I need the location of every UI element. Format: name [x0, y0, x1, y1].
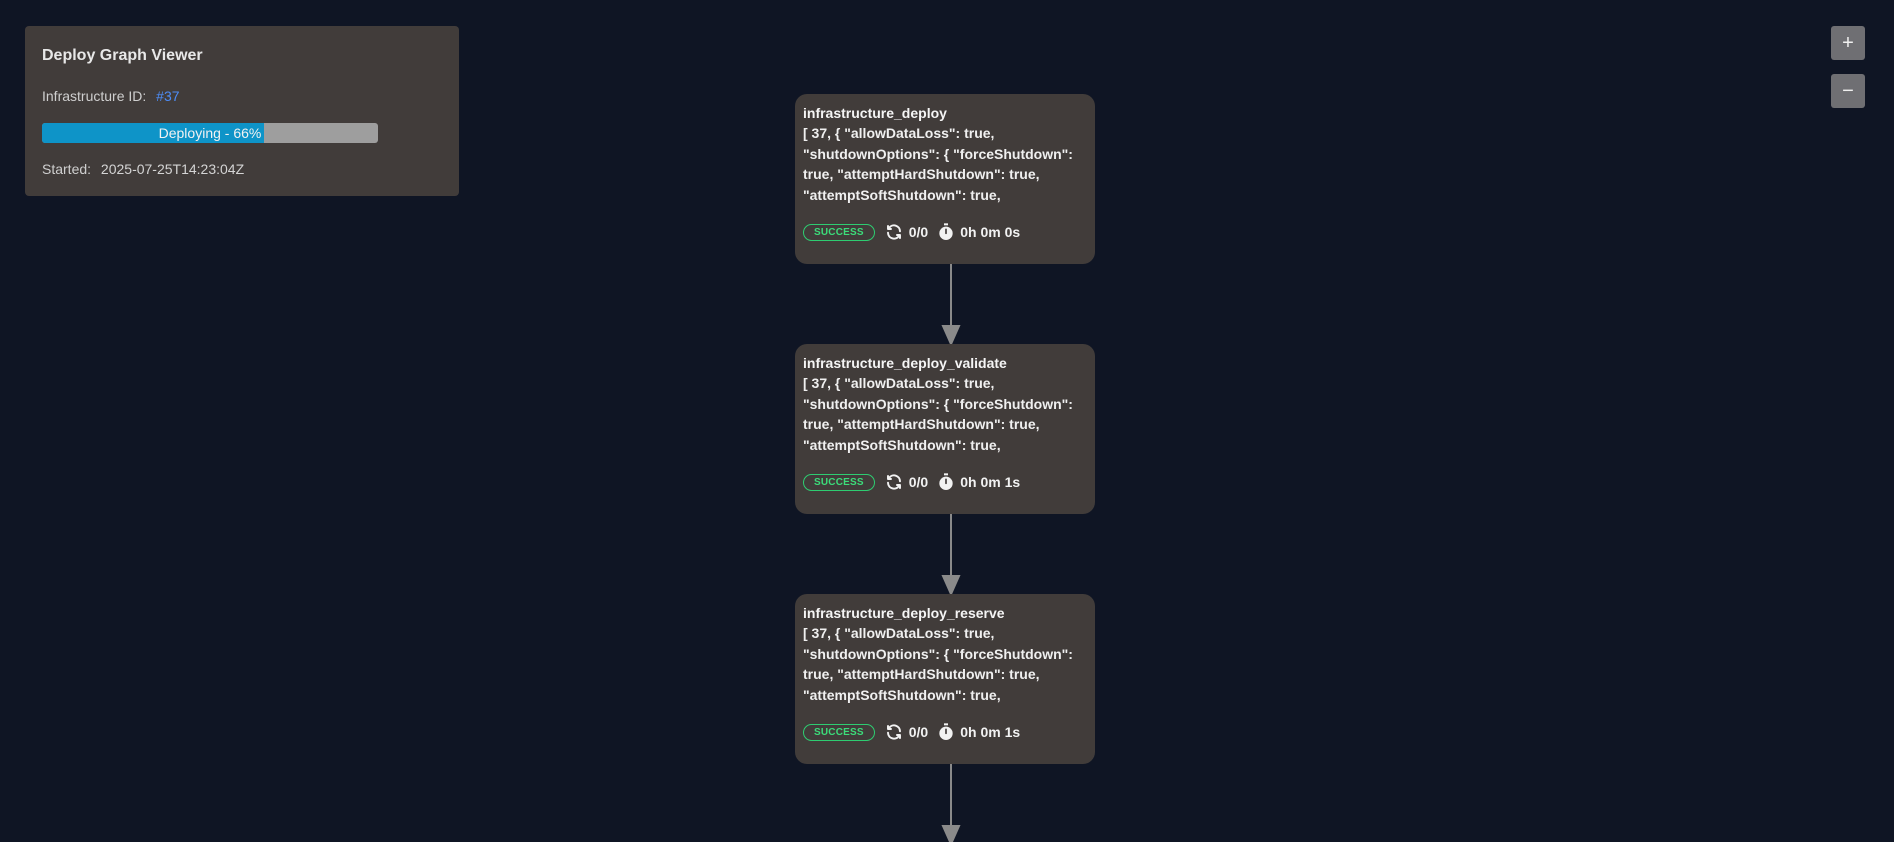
- status-badge: SUCCESS: [803, 723, 875, 741]
- stopwatch-icon: [939, 223, 953, 240]
- deploy-progress-bar: Deploying - 66%: [42, 123, 378, 143]
- infrastructure-id-label: Infrastructure ID:: [42, 88, 147, 104]
- duration-stat: 0h 0m 0s: [938, 223, 1020, 241]
- status-badge: SUCCESS: [803, 473, 875, 491]
- refresh-icon: [886, 474, 901, 490]
- node-args: [ 37, { "allowDataLoss": true, "shutdown…: [803, 625, 1073, 703]
- edge-arrowhead-2: [941, 575, 961, 597]
- zoom-out-button[interactable]: −: [1831, 74, 1865, 108]
- retry-stat: 0/0: [885, 473, 928, 491]
- graph-node[interactable]: infrastructure_deploy_reserve [ 37, { "a…: [795, 594, 1095, 764]
- node-footer: SUCCESS 0/0 0h 0m 0s: [803, 222, 1020, 242]
- progress-fill: [42, 123, 264, 143]
- retry-count: 0/0: [908, 224, 929, 240]
- duration-value: 0h 0m 1s: [960, 724, 1021, 740]
- started-row: Started: 2025-07-25T14:23:04Z: [42, 160, 244, 178]
- retry-stat: 0/0: [885, 223, 928, 241]
- retry-count: 0/0: [908, 724, 929, 740]
- stopwatch-icon: [939, 723, 953, 740]
- duration-value: 0h 0m 1s: [960, 474, 1021, 490]
- progress-text: Deploying - 66%: [158, 125, 262, 141]
- edge-arrowhead-3: [941, 825, 961, 842]
- retry-stat: 0/0: [885, 723, 928, 741]
- started-label: Started:: [42, 161, 92, 177]
- duration-stat: 0h 0m 1s: [938, 723, 1020, 741]
- duration-stat: 0h 0m 1s: [938, 473, 1020, 491]
- node-footer: SUCCESS 0/0 0h 0m 1s: [803, 472, 1020, 492]
- node-footer: SUCCESS 0/0 0h 0m 1s: [803, 722, 1020, 742]
- node-args: [ 37, { "allowDataLoss": true, "shutdown…: [803, 125, 1073, 203]
- graph-node[interactable]: infrastructure_deploy_validate [ 37, { "…: [795, 344, 1095, 514]
- retry-count: 0/0: [908, 474, 929, 490]
- node-name: infrastructure_deploy_validate: [803, 355, 1007, 371]
- duration-value: 0h 0m 0s: [960, 224, 1021, 240]
- zoom-in-button[interactable]: +: [1831, 26, 1865, 60]
- stopwatch-icon: [939, 473, 953, 490]
- infrastructure-id-row: Infrastructure ID: #37: [42, 87, 180, 105]
- info-panel: Deploy Graph Viewer Infrastructure ID: #…: [25, 26, 459, 196]
- node-name: infrastructure_deploy_reserve: [803, 605, 1005, 621]
- refresh-icon: [886, 224, 901, 240]
- started-value: 2025-07-25T14:23:04Z: [100, 161, 245, 177]
- status-badge: SUCCESS: [803, 223, 875, 241]
- edge-arrowhead-1: [941, 325, 961, 347]
- node-args: [ 37, { "allowDataLoss": true, "shutdown…: [803, 375, 1073, 453]
- panel-title: Deploy Graph Viewer: [42, 47, 203, 64]
- infrastructure-id-link[interactable]: #37: [156, 88, 180, 104]
- node-name: infrastructure_deploy: [803, 105, 947, 121]
- refresh-icon: [886, 724, 901, 740]
- graph-node[interactable]: infrastructure_deploy [ 37, { "allowData…: [795, 94, 1095, 264]
